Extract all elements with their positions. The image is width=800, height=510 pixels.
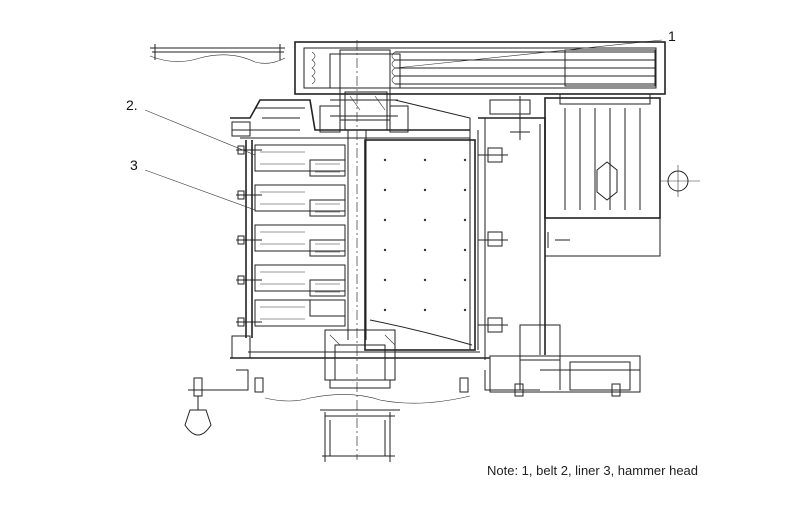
right-frame bbox=[478, 96, 546, 360]
rotor-dot bbox=[463, 278, 467, 282]
bottom-bearing bbox=[324, 329, 396, 389]
rotor-dot bbox=[423, 188, 427, 192]
rotor-dot bbox=[463, 188, 467, 192]
rotor-dot bbox=[383, 188, 387, 192]
shaft bbox=[347, 130, 367, 340]
rotor-dot bbox=[423, 308, 427, 312]
rotor-body bbox=[364, 130, 479, 351]
base-frame bbox=[188, 351, 641, 404]
rotor-dot bbox=[463, 218, 467, 222]
rotor-dot bbox=[463, 158, 467, 162]
discharge-outlet bbox=[320, 409, 400, 462]
belt-guard bbox=[294, 41, 666, 95]
top-cover bbox=[230, 99, 471, 140]
rotor-dot bbox=[463, 308, 467, 312]
left-housing bbox=[231, 140, 346, 359]
rotor-dot bbox=[383, 278, 387, 282]
inlet-break-section bbox=[149, 44, 286, 64]
rotor-dot bbox=[463, 248, 467, 252]
motor bbox=[544, 93, 700, 257]
rotor-dot bbox=[383, 248, 387, 252]
lifting-hook bbox=[184, 377, 212, 436]
rotor-dot bbox=[383, 158, 387, 162]
rotor-dot bbox=[423, 248, 427, 252]
note-caption: Note: 1, belt 2, liner 3, hammer head bbox=[487, 463, 699, 478]
callout-2: 2. bbox=[126, 97, 138, 113]
callout-3: 3 bbox=[130, 157, 138, 173]
rotor-dot bbox=[423, 158, 427, 162]
rotor-dot bbox=[383, 218, 387, 222]
rotor-dot bbox=[383, 308, 387, 312]
motor-support bbox=[519, 324, 561, 390]
rotor-shaft-top bbox=[319, 49, 409, 133]
rotor-dot bbox=[423, 278, 427, 282]
callout-1: 1 bbox=[668, 28, 676, 44]
leader-lines bbox=[144, 39, 663, 211]
rotor-dot bbox=[423, 218, 427, 222]
rotor-dots bbox=[383, 158, 467, 312]
